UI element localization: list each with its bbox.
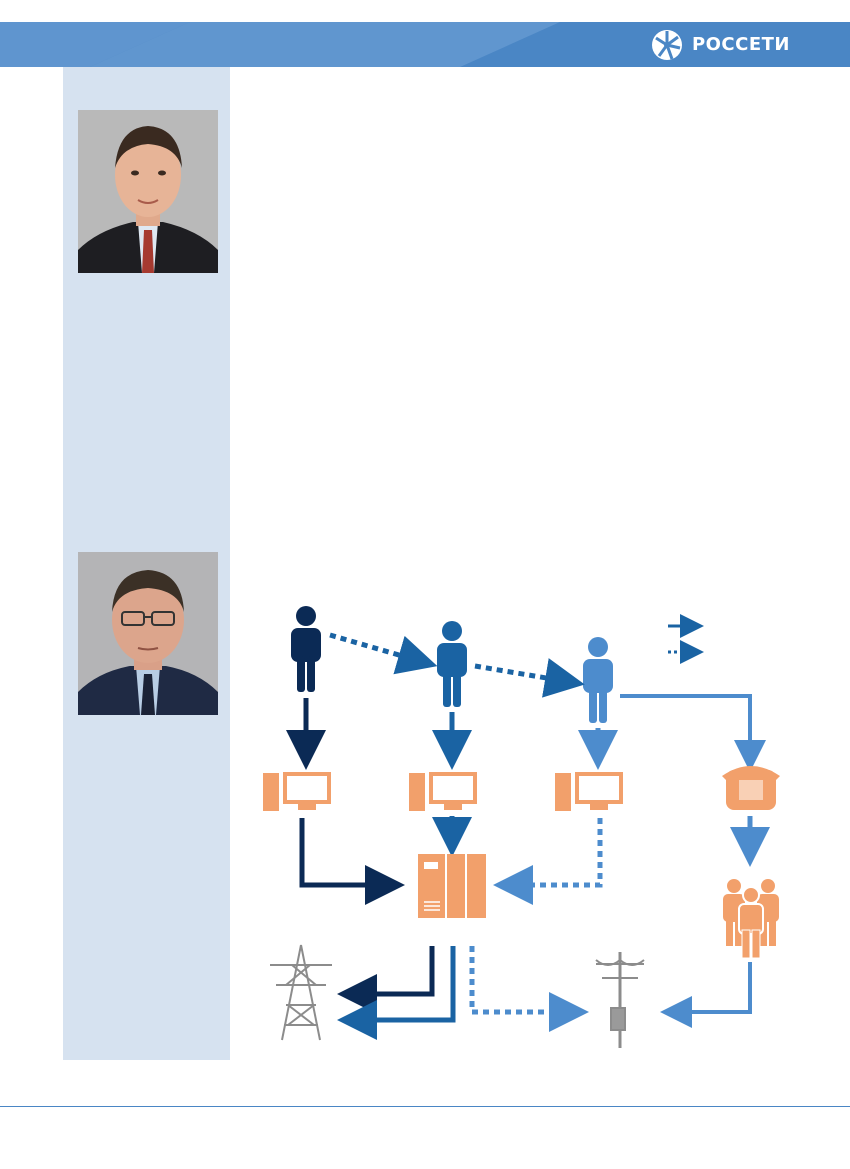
dispatch-scheme-diagram [263,606,780,1048]
computer-icon [555,772,623,811]
utility-pole-icon [595,952,645,1048]
escalation-arrow [474,658,585,698]
person-icon [583,637,613,723]
person-icon [437,621,467,707]
brand-name: РОССЕТИ [691,34,790,55]
flow-arrow [337,946,435,1014]
telephone-icon [722,766,780,810]
flow-arrow [299,818,405,905]
portrait-photo [78,110,218,273]
flow-arrow [620,694,766,772]
flow-arrow [337,946,456,1040]
person-icon [291,606,321,692]
legend [668,614,704,664]
escalation-arrow [329,632,438,675]
flow-arrow [493,818,603,905]
rosseti-emblem-icon [651,29,682,60]
brand-logo[interactable]: РОССЕТИ [650,22,790,67]
flow-arrow [469,946,589,1032]
group-icon [723,879,779,959]
header-stripe [0,22,560,67]
header-band [0,22,850,67]
footer-rule [0,1106,850,1107]
flow-arrow [660,962,752,1028]
computer-icon [263,772,331,811]
power-tower-icon [270,944,332,1041]
portrait-photo [78,552,218,715]
server-cabinet-icon [418,854,486,918]
computer-icon [409,772,477,811]
